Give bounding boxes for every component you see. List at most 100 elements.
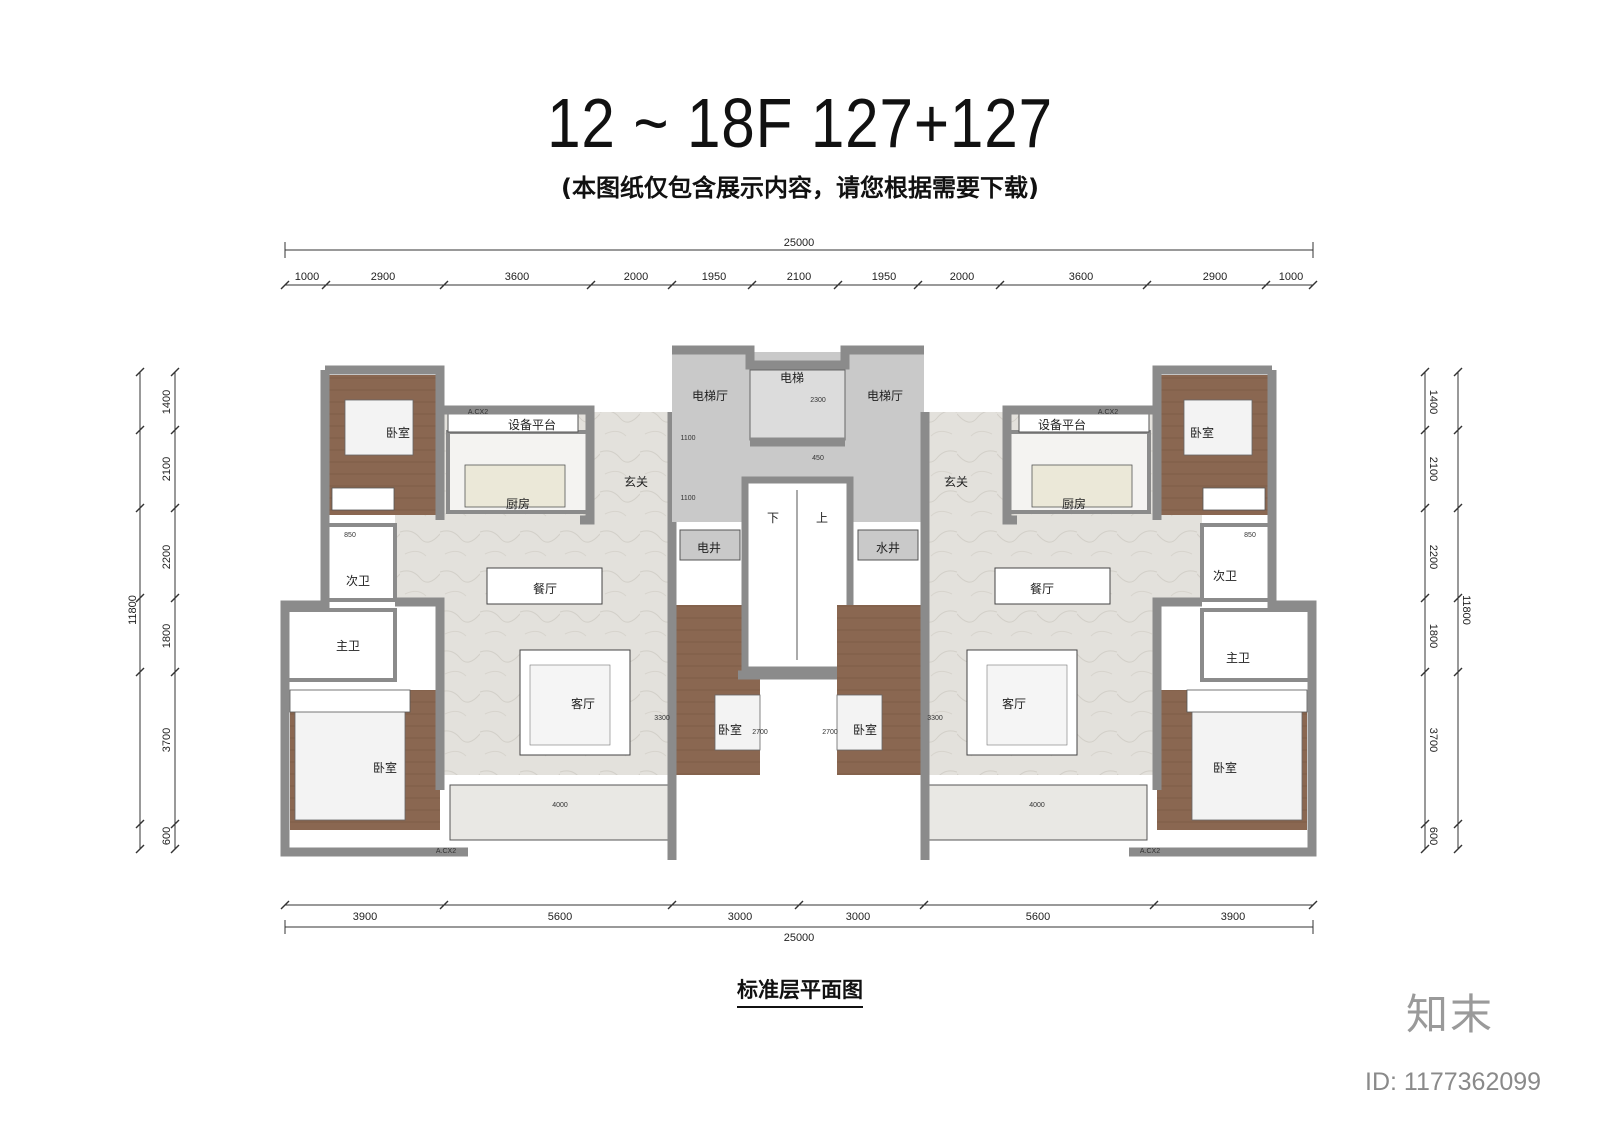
right-seg-6: 600	[1427, 827, 1439, 845]
electric-shaft	[679, 529, 741, 561]
top-seg-5: 1950	[702, 271, 726, 283]
right-tick	[1420, 667, 1430, 677]
left-tick	[170, 425, 180, 435]
right-tick	[1420, 844, 1430, 854]
page-subtitle: (本图纸仅包含展示内容，请您根据需要下载)	[561, 174, 1039, 202]
top-seg-1: 1000	[295, 271, 319, 283]
top-seg-6: 2100	[787, 271, 811, 283]
label-elevator: 电梯	[780, 371, 804, 385]
right-unit	[836, 365, 1317, 860]
top-seg-10: 2900	[1203, 271, 1227, 283]
top-tick	[1261, 280, 1271, 290]
label-bedroom-tl: 卧室	[386, 425, 410, 440]
label-master-bath-left: 主卫	[336, 639, 360, 653]
right-tick	[1420, 593, 1430, 603]
top-seg-8: 2000	[950, 271, 974, 283]
left-tick	[135, 425, 145, 435]
left-tick	[135, 844, 145, 854]
label-water-shaft: 水井	[876, 541, 900, 555]
top-tick	[439, 280, 449, 290]
bottom-seg-4: 3000	[846, 911, 870, 923]
left-tick	[170, 844, 180, 854]
bottom-seg-3: 3000	[728, 911, 752, 923]
dim-2700-left: 2700	[752, 729, 768, 736]
dim-4000-left: 4000	[552, 802, 568, 809]
dim-3300-left: 3300	[654, 715, 670, 722]
bottom-seg-2: 5600	[548, 911, 572, 923]
label-dining-right: 餐厅	[1030, 581, 1054, 596]
left-dining-table	[486, 567, 603, 605]
label-bedroom-bl: 卧室	[373, 760, 397, 775]
bottom-tick	[667, 900, 677, 910]
right-seg-2: 2100	[1427, 457, 1439, 481]
top-tick	[913, 280, 923, 290]
bottom-tick	[439, 900, 449, 910]
bottom-dimension-total: 25000	[284, 920, 1314, 944]
top-total-label: 25000	[784, 237, 815, 249]
dim-850-left: 850	[344, 532, 356, 539]
bottom-seg-6: 3900	[1221, 911, 1245, 923]
top-tick	[586, 280, 596, 290]
left-balcony	[449, 784, 671, 841]
top-dimension-total: 25000	[284, 237, 1314, 258]
right-tick	[1453, 503, 1463, 513]
dim-4000-right: 4000	[1029, 802, 1045, 809]
plan-caption-text: 标准层平面图	[737, 978, 863, 1008]
left-dimension: 11800 1400 2100 2200 1800 3700 600	[127, 367, 180, 854]
label-kitchen-right: 厨房	[1062, 496, 1086, 511]
label-elevator-hall-left: 电梯厅	[692, 389, 728, 403]
top-dimension-segments: 1000 2900 3600 2000 1950 2100 1950 2000 …	[280, 271, 1318, 290]
right-seg-3: 2200	[1427, 545, 1439, 569]
label-foyer-left: 玄关	[624, 474, 648, 489]
label-kitchen-left: 厨房	[506, 496, 530, 511]
image-id: ID: 1177362099	[1365, 1068, 1542, 1096]
right-seg-4: 1800	[1427, 624, 1439, 648]
dim-450: 450	[812, 455, 824, 462]
left-seg-4: 1800	[161, 624, 173, 648]
right-tick	[1453, 367, 1463, 377]
label-living-right: 客厅	[1002, 696, 1026, 711]
left-tick	[135, 367, 145, 377]
right-seg-1: 1400	[1427, 390, 1439, 414]
dim-850-right: 850	[1244, 532, 1256, 539]
left-second-bath	[323, 523, 397, 602]
top-tick	[1142, 280, 1152, 290]
right-tick	[1453, 425, 1463, 435]
right-total-label: 11800	[1460, 595, 1472, 625]
ac-label-tr: A.CX2	[1098, 409, 1118, 416]
left-tick	[170, 593, 180, 603]
bottom-seg-5: 5600	[1026, 911, 1050, 923]
dim-1100-b: 1100	[680, 495, 695, 502]
bottom-total-label: 25000	[784, 932, 815, 944]
ac-label-bl: A.CX2	[436, 848, 456, 855]
left-seg-5: 3700	[161, 728, 173, 752]
label-bedroom-tr: 卧室	[1190, 425, 1214, 440]
ac-label-br: A.CX2	[1140, 848, 1160, 855]
left-seg-2: 2100	[161, 457, 173, 481]
label-equipment-platform-left: 设备平台	[508, 417, 556, 432]
top-tick	[995, 280, 1005, 290]
top-tick	[747, 280, 757, 290]
label-second-bath-right: 次卫	[1213, 569, 1237, 583]
bottom-tick	[794, 900, 804, 910]
bottom-tick	[919, 900, 929, 910]
plan-caption: 标准层平面图	[0, 978, 1600, 1008]
left-tick	[170, 819, 180, 829]
left-tick	[170, 367, 180, 377]
top-tick	[280, 280, 290, 290]
right-tick	[1420, 425, 1430, 435]
left-seg-1: 1400	[161, 390, 173, 414]
right-tick	[1453, 667, 1463, 677]
right-tick	[1453, 819, 1463, 829]
bottom-tick	[1149, 900, 1159, 910]
top-seg-3: 3600	[505, 271, 529, 283]
right-tick	[1420, 503, 1430, 513]
left-tick	[170, 667, 180, 677]
page-title: 12 ~ 18F 127+127	[547, 84, 1053, 162]
right-tick	[1453, 844, 1463, 854]
top-seg-9: 3600	[1069, 271, 1093, 283]
right-tick	[1420, 819, 1430, 829]
label-equipment-platform-right: 设备平台	[1038, 417, 1086, 432]
left-seg-6: 600	[161, 827, 173, 845]
